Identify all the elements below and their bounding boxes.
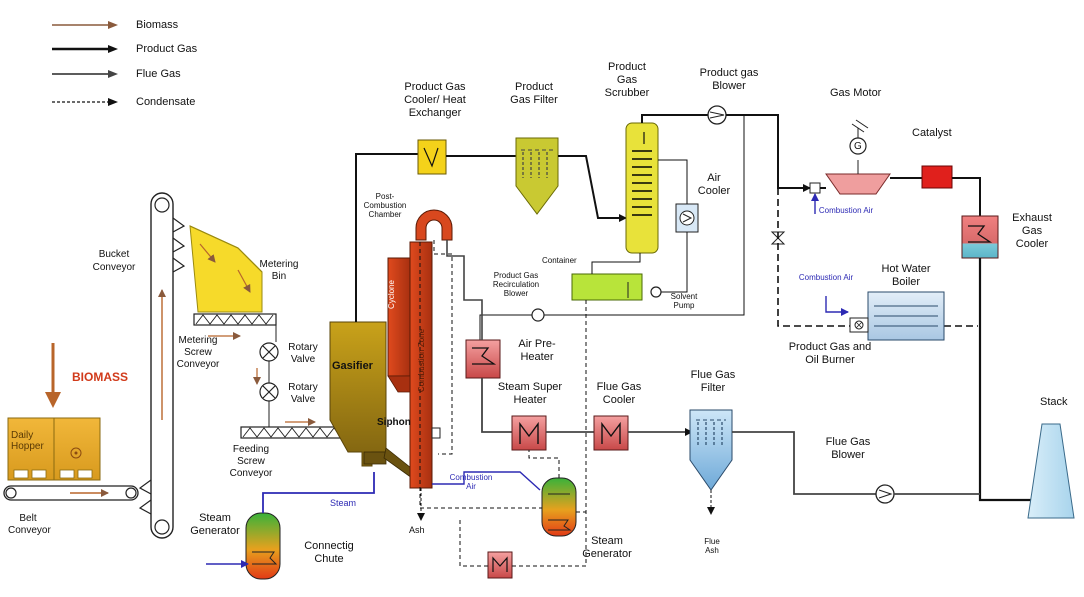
steam-generator-left xyxy=(206,512,281,580)
oil-burner xyxy=(849,317,869,333)
stack-label: Stack xyxy=(1040,396,1068,408)
daily-hopper xyxy=(7,417,101,481)
gasifier-label: Gasifier xyxy=(332,360,373,372)
flue-gas-cooler-label: Flue Gas Cooler xyxy=(596,381,642,406)
combustion-zone-label: Combustion Zone xyxy=(417,328,427,393)
gas-motor xyxy=(825,119,891,195)
legend-flue-gas-label: Flue Gas xyxy=(136,68,181,80)
product-gas-scrubber xyxy=(625,122,659,254)
legend-flue-gas-swatch xyxy=(52,70,118,78)
belt-conveyor-label: Belt Conveyor xyxy=(8,513,51,536)
belt-conveyor xyxy=(3,485,139,501)
combustion-air-boiler-label: Combustion Air xyxy=(798,273,854,282)
siphon-port xyxy=(431,427,441,439)
catalyst xyxy=(921,165,953,189)
exhaust-gas-cooler-label: Exhaust Gas Cooler xyxy=(1012,212,1052,250)
metering-bin-label: Metering Bin xyxy=(259,259,299,282)
flue-gas-filter xyxy=(689,409,733,491)
product-gas-blower-label: Product gas Blower xyxy=(699,67,759,92)
hot-water-boiler xyxy=(867,291,945,341)
steam-generator-right-label: Steam Generator xyxy=(582,535,632,560)
legend-biomass-label: Biomass xyxy=(136,19,179,31)
flue-gas-filter-label: Flue Gas Filter xyxy=(690,369,736,394)
flue-gas-blower xyxy=(875,484,895,504)
flue-gas-cooler xyxy=(593,415,629,451)
air-pre-heater-label: Air Pre-Heater xyxy=(518,338,556,363)
legend-product-gas: Product Gas xyxy=(52,42,197,56)
steam-super-heater xyxy=(511,415,547,451)
bucket-conveyor xyxy=(138,192,186,539)
bucket-conveyor-label: Bucket Conveyor xyxy=(92,249,136,273)
hot-water-boiler-label: Hot Water Boiler xyxy=(881,263,931,288)
steam-super-heater-label: Steam Super Heater xyxy=(497,381,563,406)
exhaust-gas-cooler xyxy=(961,215,999,259)
rotary-valve-lower xyxy=(259,382,279,402)
gasifier xyxy=(329,321,387,467)
product-gas-blower xyxy=(707,105,727,125)
air-pre-heater xyxy=(465,339,501,379)
stack xyxy=(1027,423,1075,519)
gas-motor-label: Gas Motor xyxy=(830,87,882,99)
legend-flue-gas: Flue Gas xyxy=(52,67,181,81)
product-gas-cooler xyxy=(417,139,447,175)
catalyst-label: Catalyst xyxy=(912,127,952,139)
combustion-zone xyxy=(387,241,433,489)
rotary-valve-upper-label: Rotary Valve xyxy=(288,342,318,365)
product-gas-filter-label: Product Gas Filter xyxy=(510,81,558,106)
rotary-valve-upper xyxy=(259,342,279,362)
siphon-label: Siphon xyxy=(377,417,411,428)
steam-label: Steam xyxy=(330,498,357,508)
steam-generator-left-label: Steam Generator xyxy=(190,512,240,537)
combustion-air-mid-label: Combustion Air xyxy=(449,473,493,491)
biomass-feed-arrow xyxy=(45,343,61,408)
legend-product-gas-swatch xyxy=(52,45,118,53)
legend-biomass-swatch xyxy=(52,21,118,29)
daily-hopper-label: Daily Hopper xyxy=(11,430,44,452)
legend-biomass: Biomass xyxy=(52,18,178,32)
combustion-air-motor-label: Combustion Air xyxy=(818,206,874,215)
air-cooler-label: Air Cooler xyxy=(697,172,731,197)
product-gas-filter xyxy=(515,137,559,215)
steam-generator-right xyxy=(541,477,577,537)
product-gas-cooler-label: Product Gas Cooler/ Heat Exchanger xyxy=(404,81,466,119)
recirculation-blower xyxy=(531,308,545,322)
generator-symbol: G xyxy=(854,141,862,152)
post-combustion-chamber-label: Post-Combustion Chamber xyxy=(363,192,407,219)
legend-condensate: Condensate xyxy=(52,95,195,109)
flue-ash-label: Flue Ash xyxy=(704,537,720,555)
metering-bin xyxy=(189,225,263,313)
metering-screw-conveyor xyxy=(193,313,277,342)
legend-condensate-label: Condensate xyxy=(136,96,196,108)
legend-product-gas-label: Product Gas xyxy=(136,43,198,55)
container-label: Container xyxy=(542,256,577,265)
solvent-pump xyxy=(650,286,662,298)
product-gas-scrubber-label: Product Gas Scrubber xyxy=(604,61,650,99)
biomass-label: BIOMASS xyxy=(72,370,129,384)
container xyxy=(571,273,643,301)
mixing-point xyxy=(809,182,821,194)
rotary-valve-lower-label: Rotary Valve xyxy=(288,382,318,405)
legend-condensate-swatch xyxy=(52,98,118,106)
recirculation-blower-label: Product Gas Recirculation Blower xyxy=(492,271,540,298)
air-cooler xyxy=(675,203,699,233)
metering-screw-conveyor-label: Metering Screw Conveyor xyxy=(176,335,220,370)
flue-gas-blower-label: Flue Gas Blower xyxy=(825,436,871,461)
solvent-pump-label: Solvent Pump xyxy=(670,292,698,310)
product-gas-oil-burner-label: Product Gas and Oil Burner xyxy=(788,341,872,366)
post-combustion-chamber xyxy=(415,209,453,241)
feeding-screw-conveyor-label: Feeding Screw Conveyor xyxy=(229,444,273,479)
ash-label: Ash xyxy=(409,525,425,535)
condensate-exchanger xyxy=(487,551,513,579)
cyclone-label: Cyclone xyxy=(386,280,396,309)
connecting-chute-label: Connectig Chute xyxy=(304,540,354,565)
steam-line xyxy=(262,472,375,513)
